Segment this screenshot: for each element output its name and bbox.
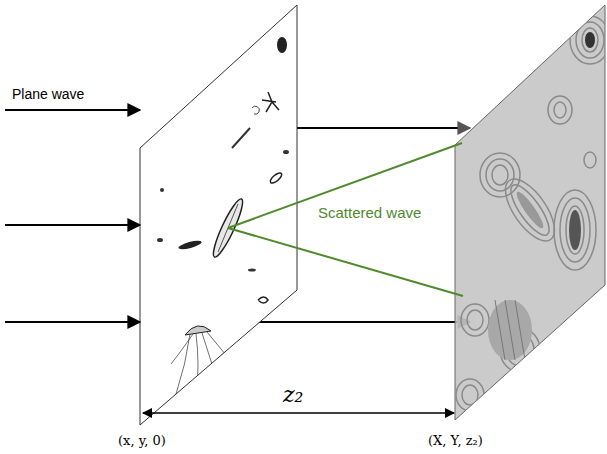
distance-label: z₂ xyxy=(283,382,303,407)
distance-label: z₂ xyxy=(283,382,303,407)
coordinate-label: (x, y, 0) xyxy=(118,433,166,448)
hologram-plane xyxy=(455,5,605,420)
coordinate-label: (X, Y, z₂) xyxy=(428,433,483,448)
wave-label: Scattered wave xyxy=(318,204,421,221)
plane-wave-arrow xyxy=(5,109,140,111)
interference-fringes xyxy=(456,16,607,411)
object-plane xyxy=(140,5,297,425)
scattered-ray xyxy=(228,143,462,228)
wave-label: Plane wave xyxy=(12,86,84,102)
scattered-ray xyxy=(228,228,463,296)
plankton-sketches xyxy=(157,37,289,412)
wave-label: Plane wave xyxy=(12,86,84,102)
distance-arrow xyxy=(143,412,454,414)
wave-label: Scattered wave xyxy=(318,204,421,221)
plane-wave-arrow xyxy=(5,224,140,226)
coordinate-label: (x, y, 0) xyxy=(118,433,166,448)
coordinate-label: (X, Y, z₂) xyxy=(428,433,483,448)
plane-wave-arrow xyxy=(5,321,140,323)
